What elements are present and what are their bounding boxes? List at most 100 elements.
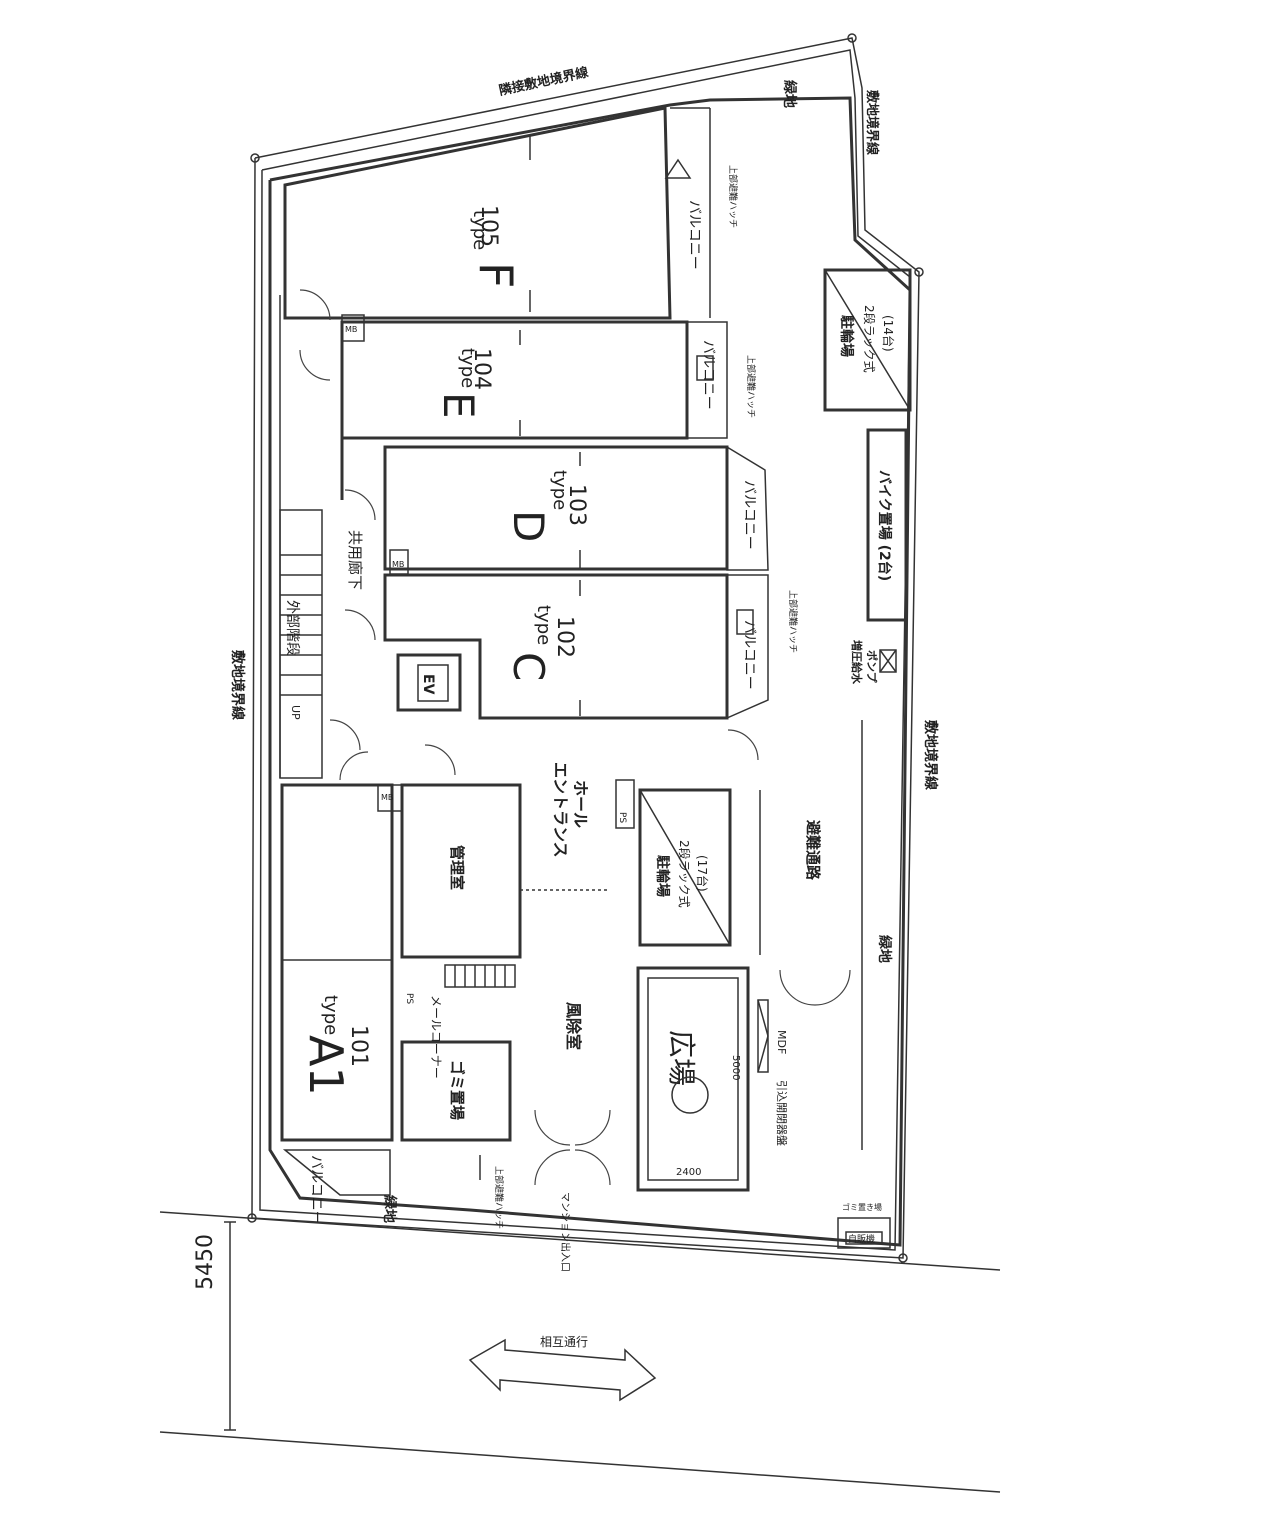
- door-swing: [339, 751, 369, 781]
- door-swing: [329, 719, 361, 751]
- pump-label-2: ポンプ: [865, 650, 879, 684]
- unit-101-type-suffix: type: [320, 995, 341, 1035]
- mb-label: MB: [381, 793, 393, 802]
- unit-104: MB E type 104 バルコニー 上部避難ハッチ: [340, 314, 757, 440]
- unit-105-type-letter: F: [469, 262, 523, 288]
- plaza-emblem: [671, 1076, 709, 1114]
- bicycle-parking-14: 駐輪場 2段ラック式 (14台): [823, 268, 912, 412]
- unit-104-type-letter: E: [434, 392, 483, 419]
- elevator: [396, 653, 462, 712]
- plaza: 広場 2400 5000: [636, 966, 750, 1192]
- hatch-label: 上部避難ハッチ: [787, 590, 799, 653]
- road-width: 5450: [193, 1234, 218, 1290]
- ps-label: PS: [617, 812, 627, 823]
- shared-corridor-label: 共用廊下: [346, 530, 364, 590]
- unit-101: A1 type 101 MB バルコニー: [280, 783, 403, 1225]
- unit-102-type-suffix: type: [533, 605, 554, 645]
- bike-parking-label: バイク置場 (2台): [876, 470, 893, 581]
- ps-label: PS: [404, 993, 414, 1004]
- unit-102: C type 102 バルコニー 上部避難ハッチ: [383, 573, 799, 720]
- plaza-width: 2400: [676, 1167, 701, 1178]
- garbage-room: [400, 1040, 512, 1142]
- hatch-label: 上部避難ハッチ: [727, 165, 739, 228]
- unit-103-type-suffix: type: [549, 470, 570, 510]
- hatch-label: 上部避難ハッチ: [493, 1166, 505, 1229]
- road: 5450 相互通行: [159, 1211, 1001, 1493]
- unit-103-number: 103: [564, 484, 589, 526]
- plaza-height: 5000: [730, 1055, 741, 1080]
- unit-101-type-letter: A1: [299, 1035, 353, 1096]
- entrance-label: マンション出入口: [559, 1192, 572, 1272]
- boundary-label-right: 敷地境界線: [922, 720, 939, 790]
- mail-corner-label: メールコーナー: [429, 995, 443, 1079]
- entrance-hall-label-2: ホール: [571, 780, 590, 828]
- ev-label: EV: [420, 674, 436, 695]
- up-label: UP: [289, 705, 302, 720]
- door-swing: [344, 609, 376, 641]
- hatch-icon: [736, 609, 754, 635]
- intake-board-label: 引込開閉器盤: [775, 1080, 789, 1146]
- evacuation-path-label: 避難通路: [804, 820, 822, 881]
- door-swing: [574, 1149, 611, 1186]
- unit-105: F type 105 バルコニー 上部避難ハッチ: [283, 106, 739, 320]
- unit-102-number: 102: [552, 616, 577, 658]
- parking-label: 駐輪場: [654, 855, 671, 897]
- parking-kind: 2段ラック式: [862, 305, 877, 373]
- door-swing: [534, 1109, 571, 1146]
- site-boundary: [247, 33, 924, 1263]
- door-swing: [534, 1149, 571, 1186]
- parking-count: (17台): [695, 855, 710, 892]
- management-label: 管理室: [448, 845, 466, 890]
- door-swing: [424, 744, 456, 776]
- balcony-label: バルコニー: [700, 340, 716, 410]
- mdf-label: MDF: [775, 1030, 788, 1054]
- entrance-hall: エントランス ホール PS: [551, 762, 635, 858]
- boundary-label-top-right: 敷地境界線: [864, 90, 880, 156]
- unit-104-number: 104: [469, 348, 494, 390]
- unit-103-type-letter: D: [504, 510, 553, 542]
- boundary-marker: [898, 1253, 908, 1263]
- unit-104-type-suffix: type: [457, 348, 478, 388]
- unit-103: MB D type 103 バルコニー: [383, 445, 769, 575]
- unit-105-number: 105: [476, 205, 501, 247]
- garbage-bin-label: ゴミ置き場: [842, 1202, 882, 1212]
- balcony-label: バルコニー: [741, 480, 757, 550]
- balcony-label: バルコニー: [686, 200, 702, 270]
- parking-count: (14台): [881, 315, 896, 352]
- door-swing: [299, 289, 331, 321]
- green-area-label: 緑地: [381, 1195, 398, 1223]
- bike-parking: バイク置場 (2台): [866, 428, 908, 622]
- green-area-label: 緑地: [876, 935, 893, 963]
- pump-label-1: 増圧給水: [850, 640, 864, 685]
- utility: MDF 引込開閉器盤: [757, 999, 789, 1146]
- unit-101-number: 101: [346, 1025, 371, 1067]
- hatch-label: 上部避難ハッチ: [745, 355, 757, 418]
- service-rooms: 管理室 メールコーナー PS ゴミ置場 風除室 上部避難ハッチ: [400, 783, 611, 1229]
- boundary-marker: [250, 153, 260, 163]
- door-swing: [727, 729, 759, 761]
- booster-pump: 増圧給水 ポンプ: [850, 640, 897, 685]
- balcony-label: バルコニー: [308, 1155, 324, 1225]
- building-outline: [268, 96, 912, 1247]
- boundary-label-left: 敷地境界線: [229, 650, 246, 720]
- parking-kind: 2段ラック式: [677, 840, 692, 908]
- green-area-label: 緑地: [781, 80, 798, 108]
- evacuation-path: 避難通路: [727, 720, 863, 1150]
- boundary-marker: [914, 267, 924, 277]
- unit-102-type-letter: C: [504, 652, 553, 681]
- bicycle-parking-17: 駐輪場 2段ラック式 (17台): [638, 788, 732, 947]
- door-swing: [814, 969, 851, 1006]
- external-stairs: [279, 509, 323, 779]
- hatch-icon: [664, 158, 692, 179]
- unit-105-type-suffix: type: [469, 210, 490, 250]
- balcony-label: バルコニー: [741, 620, 757, 690]
- entrance-hall-label-1: エントランス: [551, 762, 570, 858]
- traffic-label: 相互通行: [540, 1335, 588, 1349]
- vending-area: ゴミ置き場 自販機: [837, 1202, 891, 1249]
- two-way-arrow-icon: [468, 1338, 657, 1402]
- mb-label: MB: [392, 560, 404, 569]
- vending-label: 自販機: [848, 1233, 875, 1245]
- door-swing: [574, 1109, 611, 1146]
- hatch-icon: [696, 355, 714, 381]
